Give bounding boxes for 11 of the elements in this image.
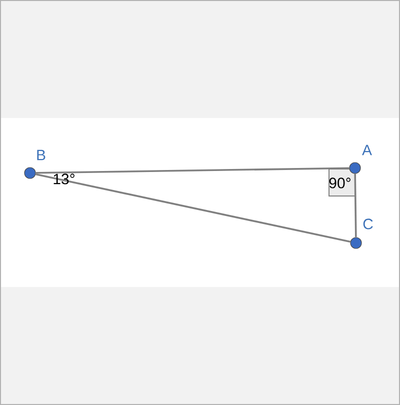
triangle-side <box>36 167 350 174</box>
point-label: B <box>37 150 46 160</box>
point-label: A <box>362 144 372 156</box>
point-label: C <box>363 218 373 230</box>
triangle-side <box>354 174 357 238</box>
triangle-side <box>35 173 351 243</box>
point <box>24 167 36 179</box>
point <box>350 237 362 249</box>
angle-label: 90° <box>329 178 350 188</box>
point <box>349 162 361 174</box>
angle-label: 13° <box>54 174 74 184</box>
